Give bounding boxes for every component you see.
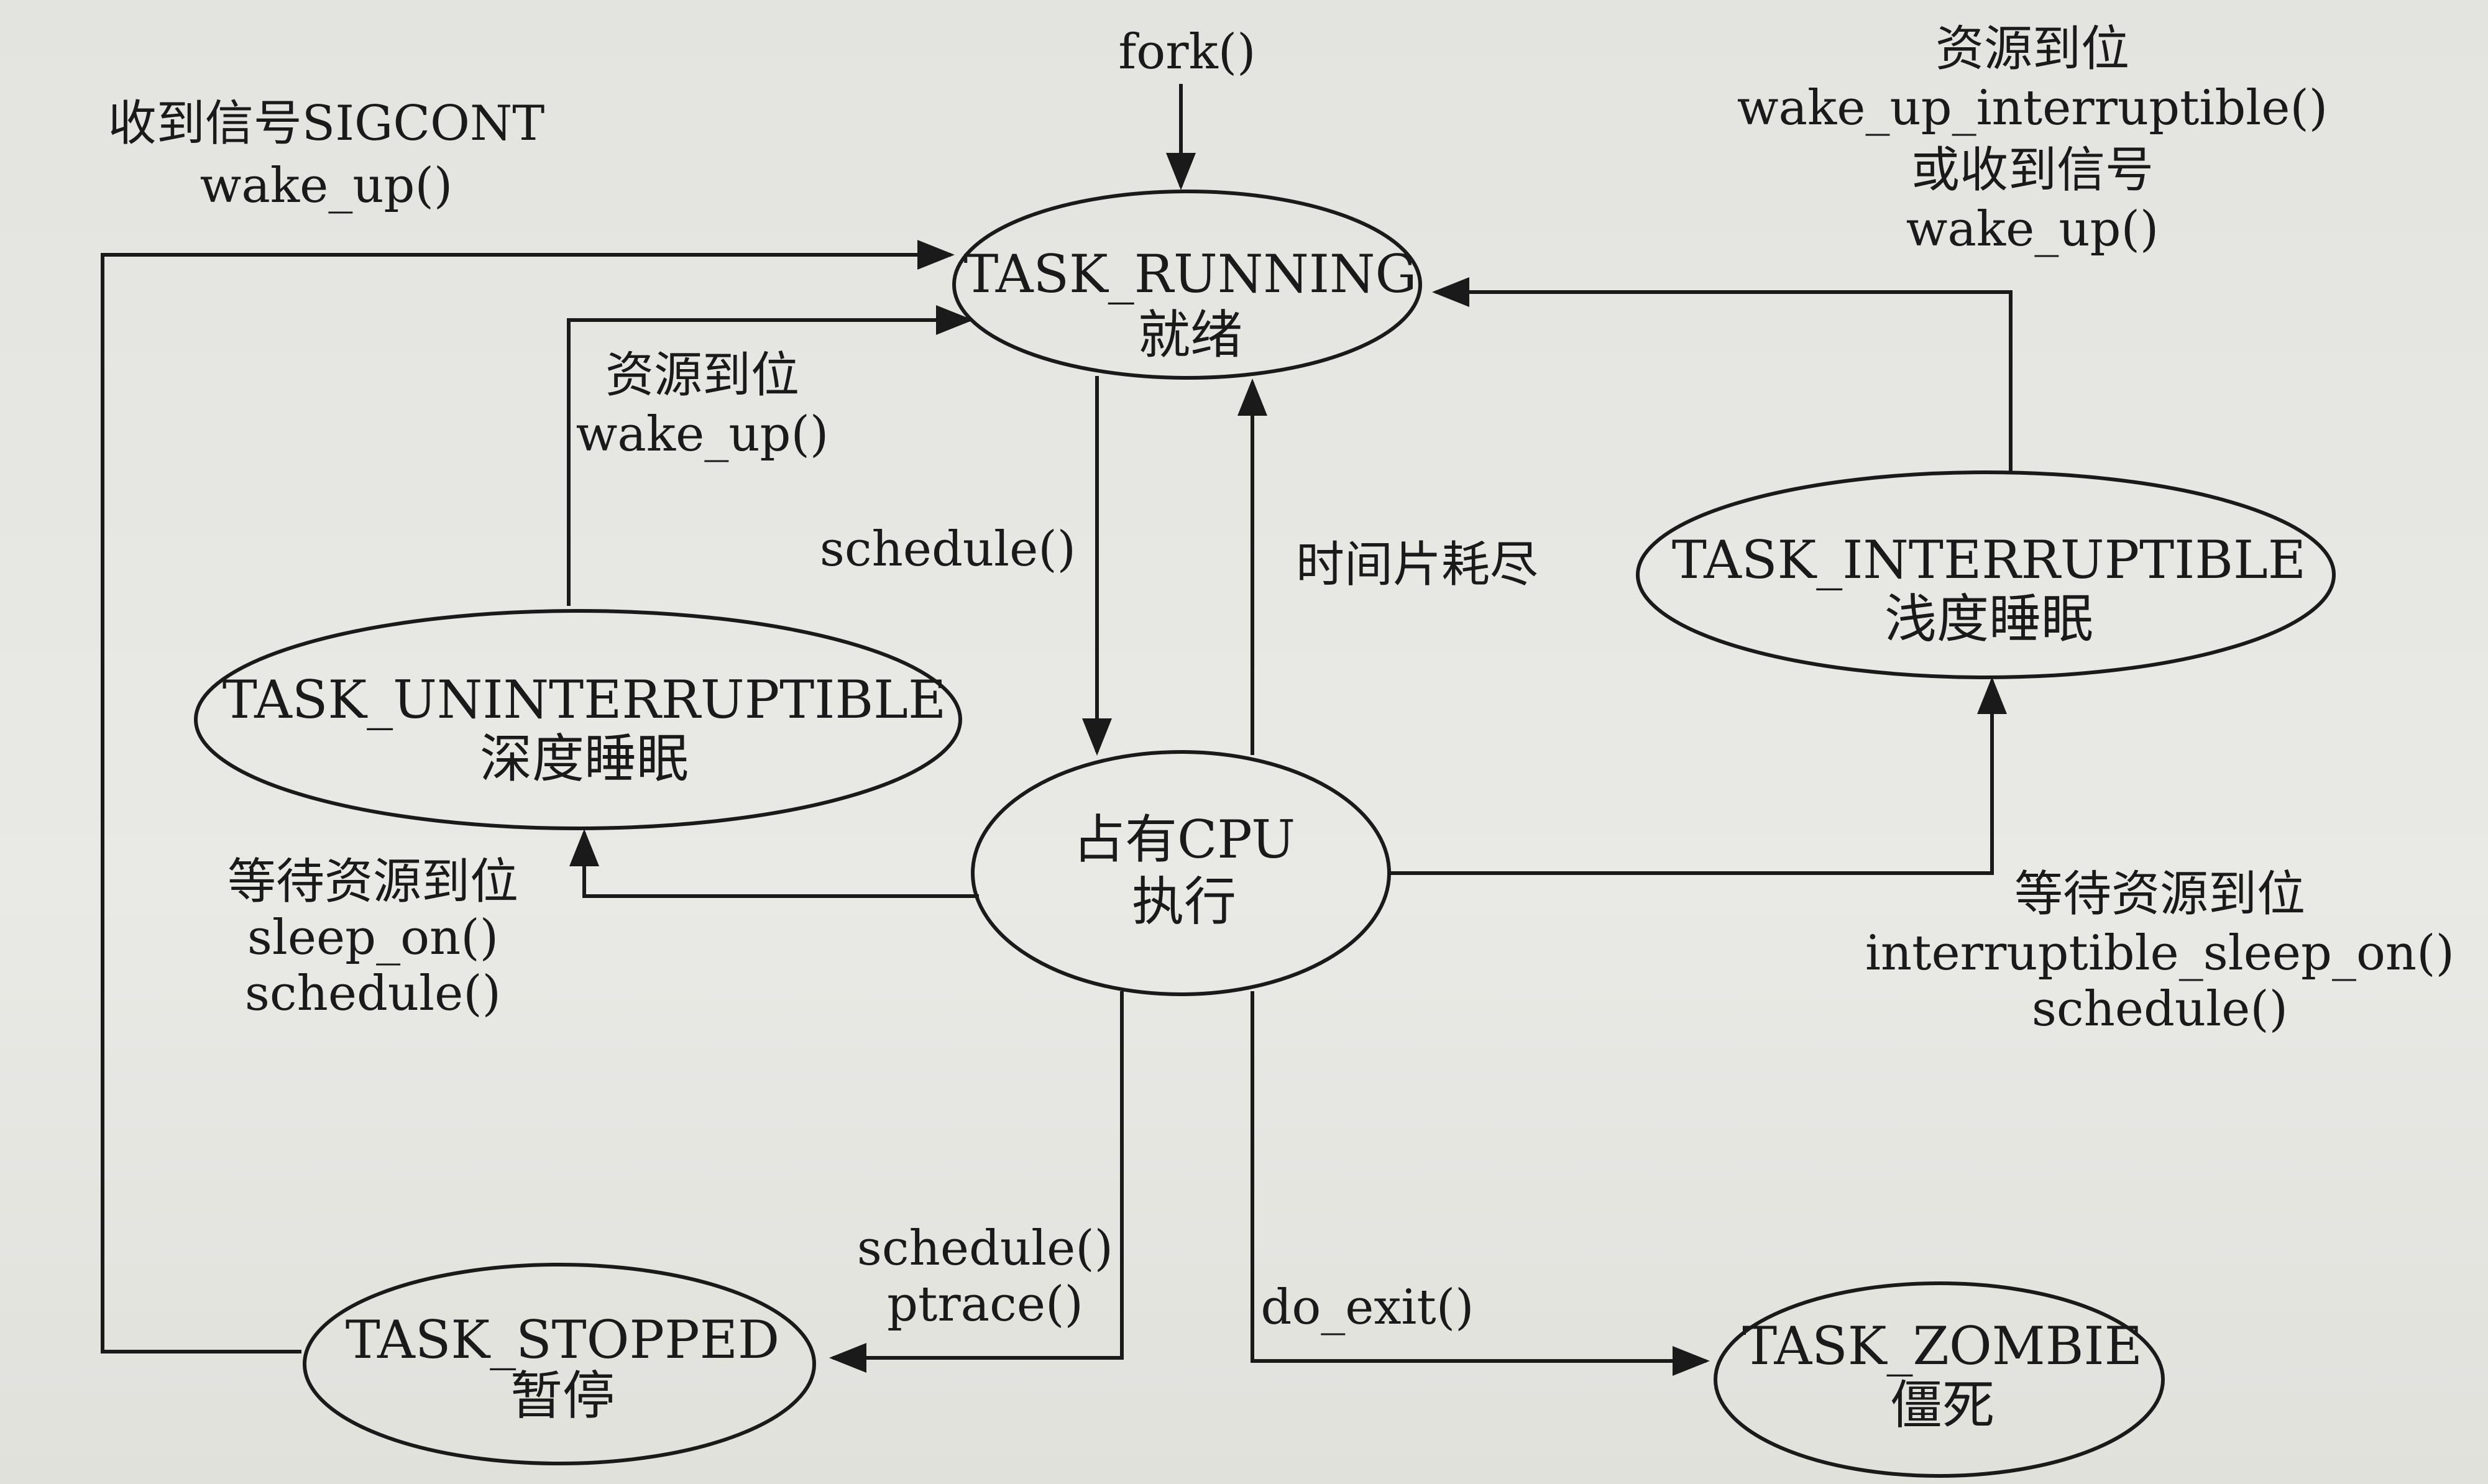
label-interruptible-wakeup-line: 或收到信号 xyxy=(1911,142,2154,198)
state-task-interruptible-name: TASK_INTERRUPTIBLE xyxy=(1672,529,2306,590)
state-task-stopped-name: TASK_STOPPED xyxy=(346,1309,780,1370)
state-task-running-desc: 就绪 xyxy=(1138,305,1242,365)
label-schedule: schedule() xyxy=(820,521,1076,577)
ptrace-arrow xyxy=(829,991,1124,1373)
sleep-on-arrow xyxy=(569,829,979,898)
label-wait-interruptible: 等待资源到位 interruptible_sleep_on() schedule… xyxy=(1865,866,2454,1037)
state-task-stopped: TASK_STOPPED 暂停 xyxy=(303,1263,816,1465)
label-interruptible-wakeup-line: 资源到位 xyxy=(1935,21,2129,77)
interruptible-wakeup-arrow xyxy=(1432,277,2013,472)
label-wait-interruptible-line: interruptible_sleep_on() xyxy=(1865,925,2454,981)
state-cpu: 占有CPU 执行 xyxy=(971,750,1391,996)
label-sigcont-line: 收到信号SIGCONT xyxy=(108,96,544,152)
do-exit-arrow xyxy=(1251,991,1710,1376)
state-task-running-name: TASK_RUNNING xyxy=(963,244,1416,305)
label-uninterruptible-wakeup: 资源到位 wake_up() xyxy=(576,347,829,462)
state-task-stopped-desc: 暂停 xyxy=(510,1365,615,1426)
sigcont-arrow xyxy=(101,240,955,1353)
state-task-running-ellipse xyxy=(952,190,1422,380)
label-interruptible-wakeup-line: wake_up() xyxy=(1906,201,2159,257)
label-do-exit: do_exit() xyxy=(1260,1280,1474,1335)
state-task-zombie-ellipse xyxy=(1714,1281,2165,1478)
label-sigcont-line: wake_up() xyxy=(200,158,453,214)
label-to-stopped: schedule() ptrace() xyxy=(857,1221,1113,1332)
state-task-zombie-desc: 僵死 xyxy=(1890,1375,1995,1436)
uninterruptible-wakeup-arrow xyxy=(567,305,973,606)
label-interruptible-wakeup: 资源到位 wake_up_interruptible() 或收到信号 wake_… xyxy=(1737,21,2328,257)
state-task-interruptible: TASK_INTERRUPTIBLE 浅度睡眠 xyxy=(1636,470,2336,679)
state-task-uninterruptible-name: TASK_UNINTERRUPTIBLE xyxy=(223,669,947,730)
label-uninterruptible-wakeup-line: wake_up() xyxy=(576,406,829,462)
state-task-uninterruptible: TASK_UNINTERRUPTIBLE 深度睡眠 xyxy=(194,609,962,830)
state-cpu-ellipse xyxy=(971,750,1391,996)
label-timeslice: 时间片耗尽 xyxy=(1296,537,1538,593)
label-to-stopped-line: ptrace() xyxy=(887,1276,1083,1332)
state-task-zombie-name: TASK_ZOMBIE xyxy=(1742,1316,2142,1376)
state-task-zombie: TASK_ZOMBIE 僵死 xyxy=(1714,1281,2165,1478)
label-sigcont: 收到信号SIGCONT wake_up() xyxy=(108,96,544,214)
label-wait-uninterruptible: 等待资源到位 sleep_on() schedule() xyxy=(227,854,518,1022)
label-wait-uninterruptible-line: 等待资源到位 xyxy=(227,854,518,910)
state-task-uninterruptible-desc: 深度睡眠 xyxy=(480,728,689,789)
label-fork: fork() xyxy=(1118,24,1255,80)
state-task-uninterruptible-ellipse xyxy=(194,609,962,830)
label-uninterruptible-wakeup-line: 资源到位 xyxy=(605,347,799,403)
state-cpu-name: 占有CPU xyxy=(1073,809,1295,870)
label-wait-interruptible-line: 等待资源到位 xyxy=(2014,866,2305,922)
label-wait-uninterruptible-line: schedule() xyxy=(245,966,501,1022)
state-task-stopped-ellipse xyxy=(303,1263,816,1465)
interruptible-sleep-arrow xyxy=(1389,677,2007,875)
state-task-interruptible-ellipse xyxy=(1636,470,2336,679)
label-interruptible-wakeup-line: wake_up_interruptible() xyxy=(1737,80,2328,136)
label-to-stopped-line: schedule() xyxy=(857,1221,1113,1276)
state-task-running: TASK_RUNNING 就绪 xyxy=(952,190,1422,380)
label-wait-uninterruptible-line: sleep_on() xyxy=(247,910,498,966)
label-wait-interruptible-line: schedule() xyxy=(2032,981,2288,1037)
state-cpu-desc: 执行 xyxy=(1132,871,1236,932)
state-task-interruptible-desc: 浅度睡眠 xyxy=(1884,589,2093,649)
